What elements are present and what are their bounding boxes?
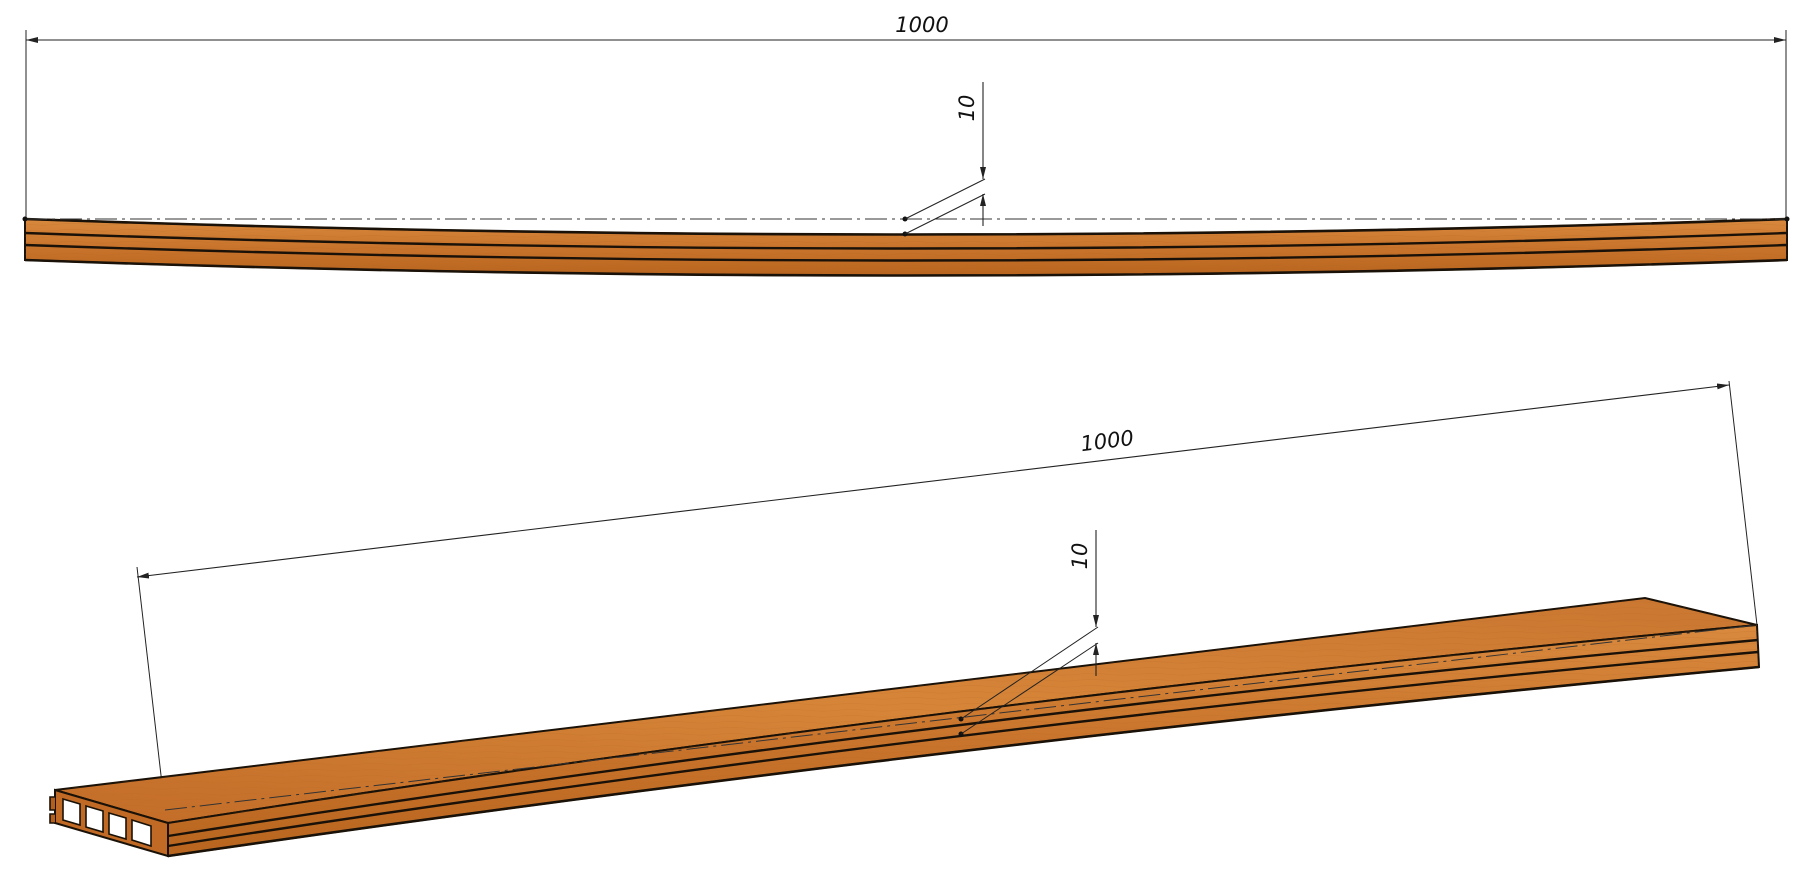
- iso-deflection-ext-lower: [960, 642, 1099, 735]
- iso-board-side-grain: [168, 625, 1759, 856]
- iso-length-dimension-line: [136, 383, 1730, 579]
- iso-board: [49, 596, 1761, 858]
- iso-deflection-dimension: 10: [960, 530, 1099, 735]
- iso-length-label: 1000: [1079, 426, 1135, 456]
- side-view: 1000 10: [22, 13, 1790, 277]
- side-length-dimension: 1000: [25, 13, 1787, 222]
- iso-end-hollow-1: [62, 797, 81, 827]
- iso-end-hollow-3: [108, 811, 127, 841]
- iso-end-tongue-bottom: [49, 813, 55, 824]
- side-length-label: 1000: [895, 13, 948, 37]
- side-board-groove-lower: [24, 243, 1788, 262]
- iso-extension-line-right: [1728, 380, 1758, 626]
- iso-board-top-grain: [55, 598, 1757, 823]
- side-board-bottom-edge: [24, 258, 1788, 277]
- side-board-groove-upper: [24, 231, 1788, 250]
- iso-board-bottom-edge: [167, 665, 1760, 858]
- side-board-grain: [25, 219, 1787, 276]
- side-center-point-left: [22, 216, 28, 222]
- side-deflection-label: 10: [955, 95, 979, 122]
- iso-deflection-ext-upper: [960, 626, 1099, 720]
- iso-board-end-profile: [49, 788, 169, 858]
- iso-end-tongue-top: [49, 796, 55, 811]
- side-board: [24, 217, 1788, 277]
- iso-extension-line-left: [136, 566, 166, 811]
- iso-center-line: [164, 624, 1758, 811]
- iso-end-hollow-4: [131, 818, 152, 848]
- iso-end-hollow-2: [85, 804, 104, 834]
- side-center-point-right: [1784, 216, 1790, 222]
- side-deflection-ext-upper: [904, 178, 986, 220]
- iso-view: 1000: [49, 380, 1761, 858]
- side-deflection-dimension: 10: [904, 82, 986, 235]
- side-deflection-ext-lower: [904, 193, 986, 235]
- iso-board-groove-upper: [167, 638, 1759, 838]
- iso-deflection-label: 10: [1068, 543, 1092, 570]
- iso-board-groove-lower: [167, 650, 1759, 848]
